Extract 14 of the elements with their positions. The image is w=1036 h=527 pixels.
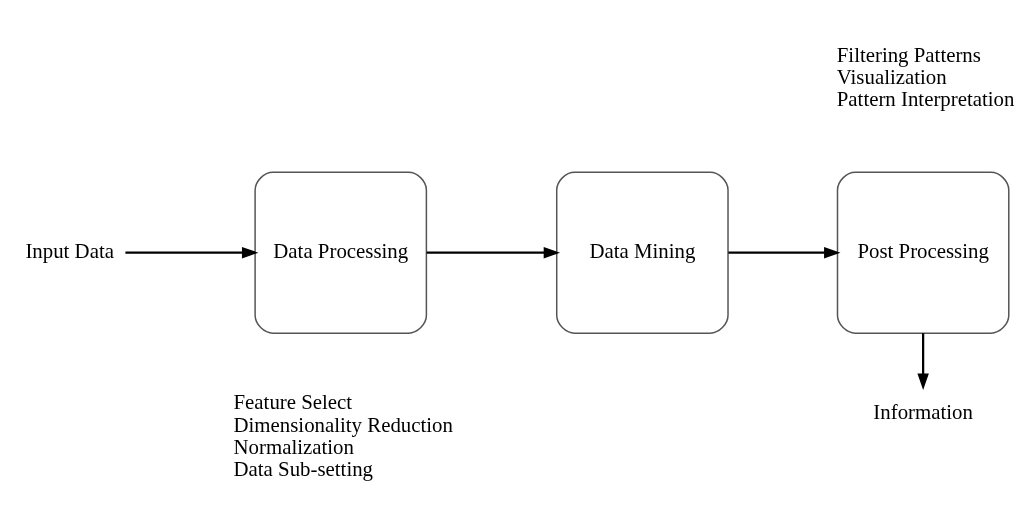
node-box: Post Processing [836,171,1010,334]
node-text: Information [873,400,973,425]
node-box: Data Mining [556,171,729,334]
node-label: Pattern Interpretation [836,87,1015,112]
arrow [917,333,929,390]
arrow [426,246,561,259]
node-label: Feature Select [233,390,353,415]
node-label: Filtering Patterns [836,42,981,67]
node-text: Input Data [25,239,114,264]
node-label: Dimensionality Reduction [233,412,453,437]
node-box: Data Processing [254,171,428,334]
arrow [125,246,259,259]
node-label: Data Sub-setting [233,457,374,482]
arrow [728,246,841,259]
